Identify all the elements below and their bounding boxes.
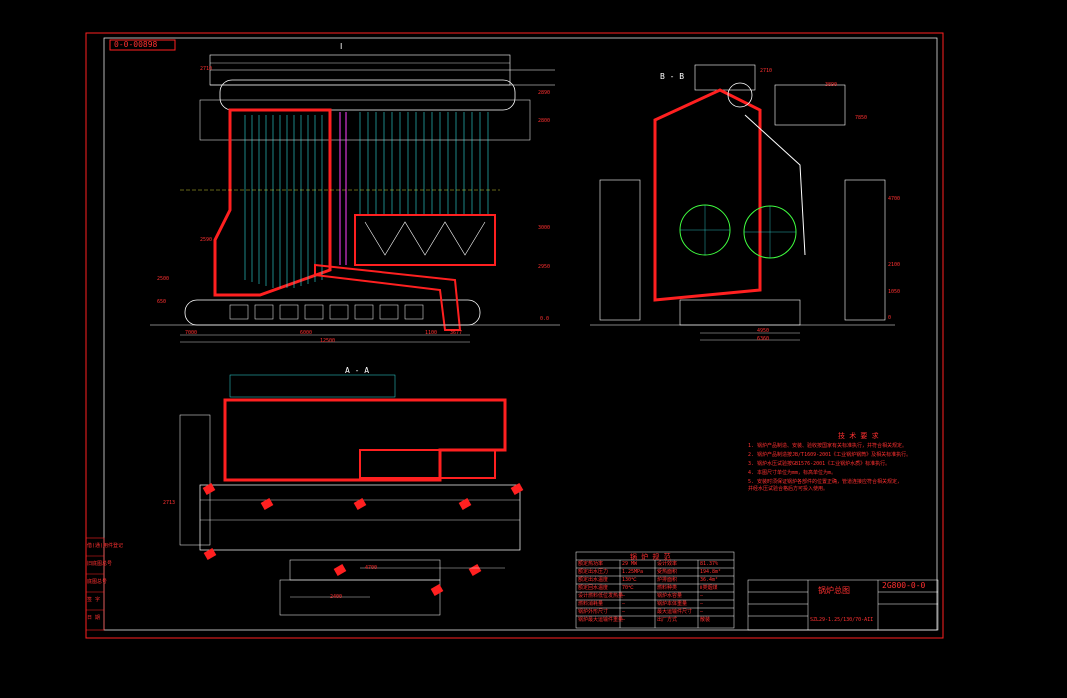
spec-table-cell: 炉排面积 [657, 577, 678, 583]
spec-table-cell: Ⅱ类烟煤 [700, 585, 718, 591]
dim-label: 2713 [163, 500, 176, 506]
spec-table-cell: 燃料消耗量 [578, 601, 604, 607]
dim-label: 4950 [757, 328, 770, 334]
spec-table-cell: 锅炉本体重量 [657, 601, 688, 607]
spec-table-cell: 194.8m² [700, 569, 722, 575]
spec-table-cell: 散装 [700, 617, 711, 623]
drawing-title: 锅炉总图 [818, 586, 850, 595]
spec-table-cell: 燃料种类 [657, 585, 678, 591]
spec-table-cell: 最大运输件尺寸 [657, 609, 693, 615]
front-section-view [590, 64, 895, 341]
dim-label: 0 [888, 315, 892, 321]
stamp-row-label: 日 期 [87, 615, 101, 621]
spec-table-cell: — [622, 593, 626, 599]
front-section-label: B - B [660, 72, 685, 81]
dim-label: 6000 [300, 330, 313, 336]
tech-notes: 技 术 要 求 1. 锅炉产品制造、安装、验收按国家有关标准执行，并符合相关规定… [748, 432, 928, 492]
plan-section-label: A - A [345, 366, 370, 375]
spec-table-frame [575, 551, 735, 629]
dim-label: 0.0 [540, 316, 550, 322]
spec-table-cell: 70℃ [622, 585, 634, 591]
spec-table-cell: — [622, 601, 626, 607]
spec-table-cell: — [700, 609, 704, 615]
stamp-row-label: 旧底图总号 [87, 561, 113, 567]
dim-label: 2400 [330, 594, 343, 600]
drawing-model: SZL29-1.25/130/70-AII [810, 617, 874, 623]
side-elevation-view [150, 54, 560, 343]
spec-table-cell: — [700, 593, 704, 599]
dim-label: 4700 [365, 565, 378, 571]
dim-label: 3677 [450, 330, 463, 336]
tech-note-line: 1. 锅炉产品制造、安装、验收按国家有关标准执行，并符合相关规定。 [748, 443, 908, 449]
dim-label: 2710 [200, 66, 213, 72]
spec-table-cell: 额定热功率 [578, 561, 604, 567]
stamp-row-label: 借(通)用件登记 [87, 543, 124, 549]
drawing-number-top-left: 0-0-00898 [114, 40, 158, 49]
tech-note-line: 2. 锅炉产品制造按JB/T1609-2001《工业锅炉锅筒》及相关标准执行。 [748, 452, 912, 458]
tech-note-line: 5. 安装时须保证锅炉各部件的位置正确，管道连接应符合相关规定， [748, 479, 903, 485]
dim-label: 650 [157, 299, 167, 305]
side-section-label: Ⅰ [340, 42, 343, 51]
dim-label: 7850 [855, 115, 868, 121]
spec-table-cell: 1.25MPa [622, 569, 644, 575]
spec-table-cell: 受热面积 [657, 569, 678, 575]
dim-label: 2800 [538, 118, 551, 124]
spec-table-cell: — [622, 617, 626, 623]
dim-label: 2890 [538, 90, 551, 96]
dim-label: 2500 [157, 276, 170, 282]
plan-section-view [179, 374, 524, 616]
dim-label: 1050 [888, 289, 901, 295]
spec-table-cell: — [700, 601, 704, 607]
tech-note-line: 3. 锅炉水压试验按GB1576-2001《工业锅炉水质》标准执行。 [748, 461, 891, 467]
spec-table-title: 锅 炉 规 范 [630, 553, 671, 561]
dim-label: 3890 [825, 82, 838, 88]
title-block-frame [747, 579, 939, 631]
spec-table-cell: 锅炉最大运输件重量 [578, 617, 624, 623]
dim-label: 2590 [200, 237, 213, 243]
left-stamp-block [85, 537, 105, 631]
stamp-row-label: 签 字 [87, 597, 101, 603]
spec-table-cell: 锅炉外形尺寸 [578, 609, 609, 615]
spec-table-cell: 额定回水温度 [578, 585, 609, 591]
dim-label: 4700 [888, 196, 901, 202]
spec-table-cell: 设计效率 [657, 561, 678, 567]
dim-label: 2710 [760, 68, 773, 74]
spec-table-cell: 81.37% [700, 561, 719, 567]
dim-label: 2100 [888, 262, 901, 268]
spec-table-cell: 130℃ [622, 577, 637, 583]
tech-note-line: 并经水压试验合格后方可投入使用。 [748, 486, 829, 492]
dim-label: 6360 [757, 336, 770, 342]
spec-table-cell: 36.4m² [700, 577, 719, 583]
tech-note-line: 4. 本图尺寸单位为mm，标高单位为m。 [748, 470, 837, 476]
spec-table-cell: 29 MW [622, 561, 638, 567]
dim-label: 7000 [185, 330, 198, 336]
stamp-row-label: 底图总号 [87, 579, 108, 585]
dim-label: 1100 [425, 330, 438, 336]
spec-table-cell: 锅炉水容量 [657, 593, 683, 599]
dim-label: 3000 [538, 225, 551, 231]
spec-table-cell: 出厂方式 [657, 617, 678, 623]
dim-label: 12500 [320, 338, 336, 344]
dim-label: 2950 [538, 264, 551, 270]
tech-notes-title: 技 术 要 求 [838, 432, 879, 440]
drawing-number: 2G800-0-0 [882, 581, 926, 590]
spec-table-cell: — [622, 609, 626, 615]
spec-table-cell: 额定出水温度 [578, 577, 609, 583]
spec-table-cell: 额定出水压力 [578, 569, 609, 575]
spec-table-cell: 设计燃料低位发热量 [578, 593, 624, 599]
